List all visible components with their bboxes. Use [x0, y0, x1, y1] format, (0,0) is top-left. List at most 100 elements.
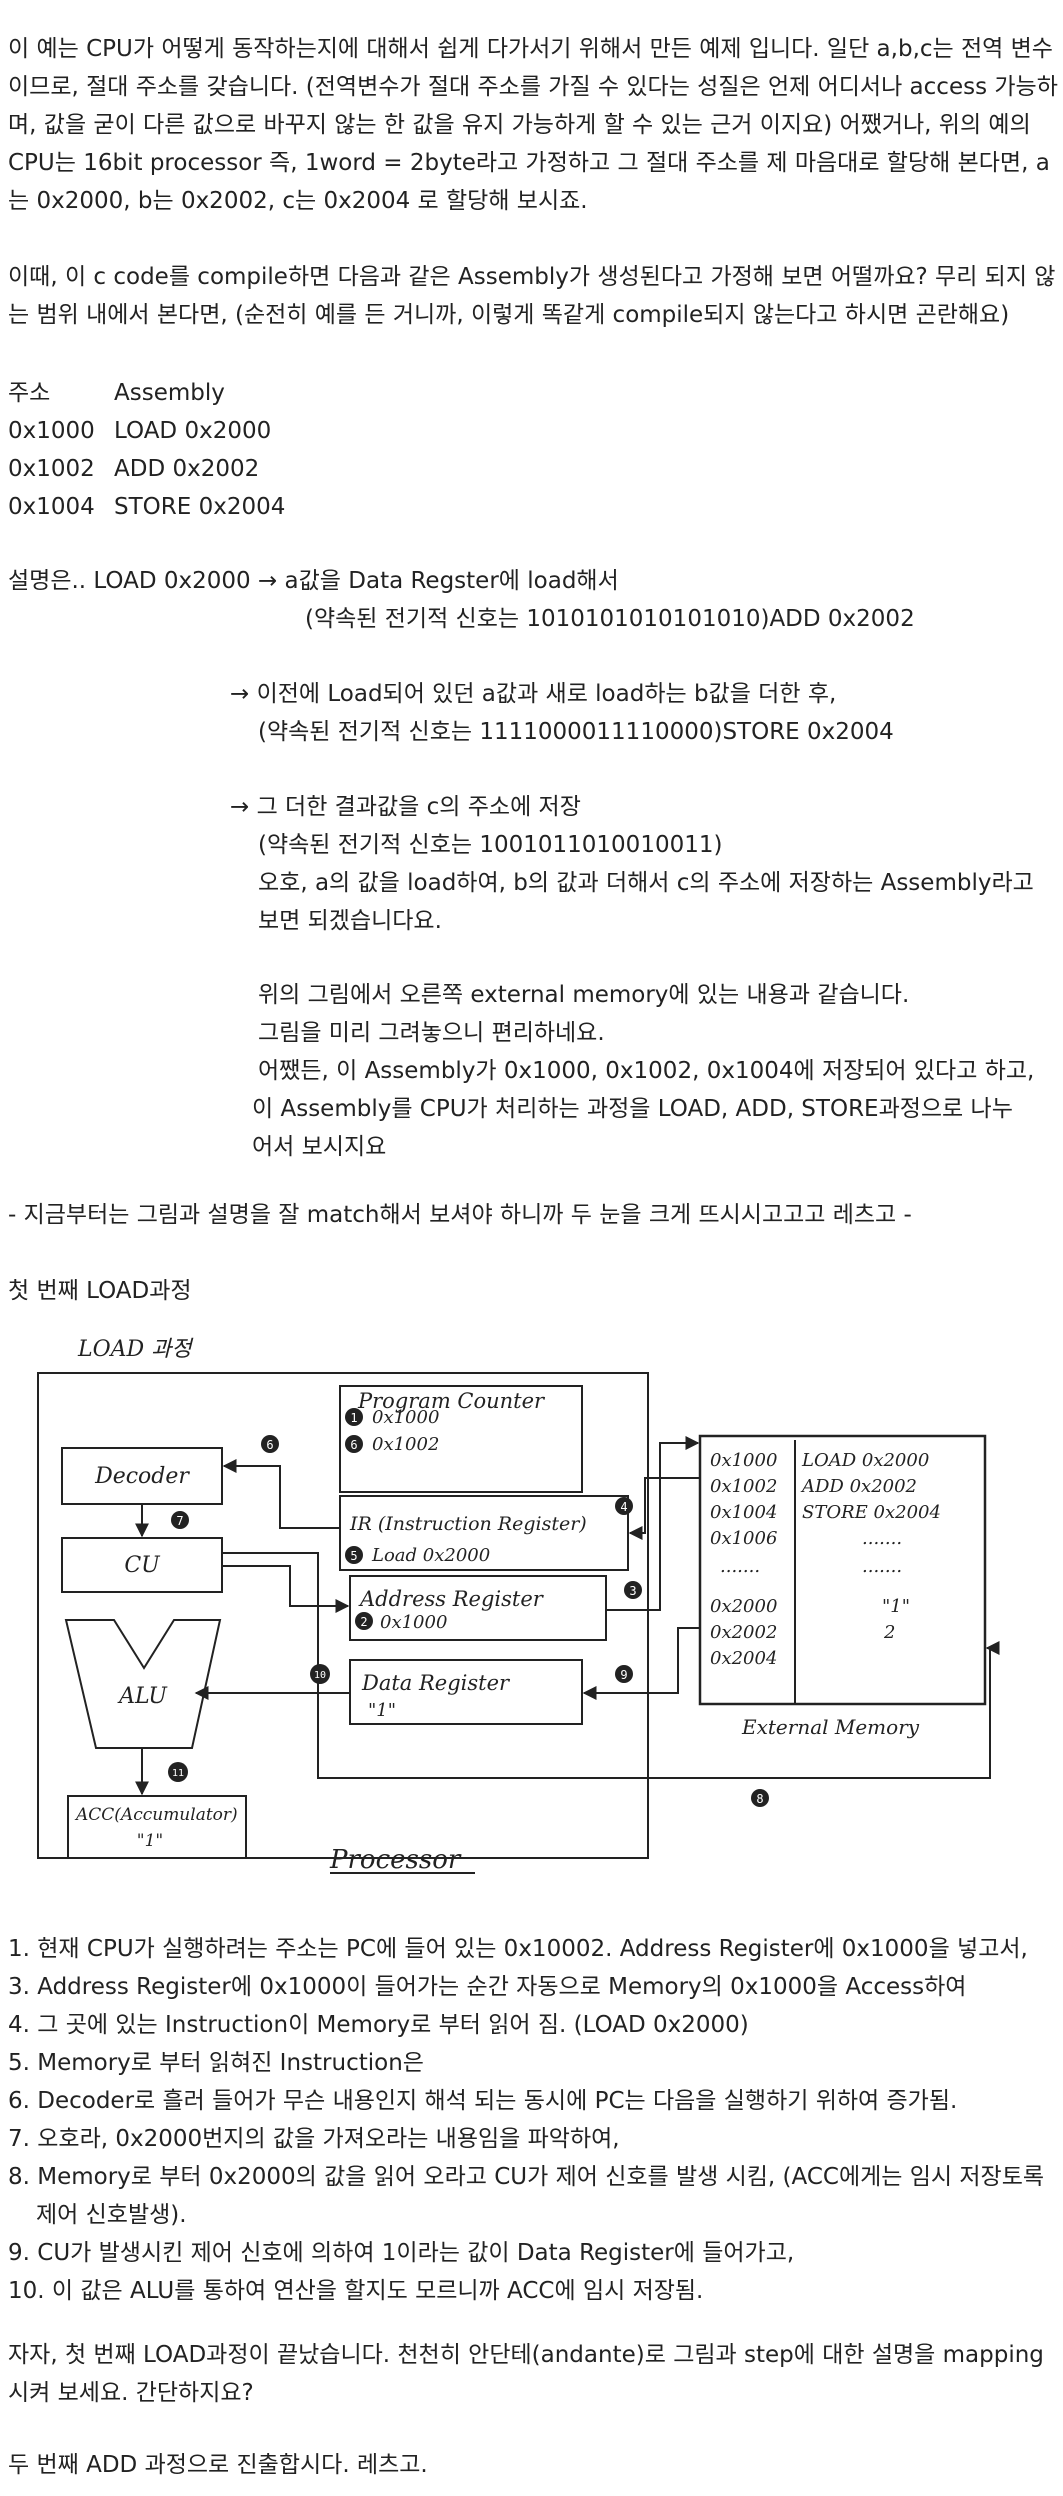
header-assembly: Assembly — [114, 380, 225, 406]
svg-text:7: 7 — [176, 1514, 183, 1528]
address-register-value: 0x1000 — [380, 1612, 447, 1633]
cu-label: CU — [124, 1553, 161, 1578]
row-instruction: LOAD 0x2000 — [114, 418, 272, 444]
svg-text:10: 10 — [314, 1670, 326, 1681]
section-title: 첫 번째 LOAD과정 — [8, 1278, 192, 1304]
svg-text:4: 4 — [620, 1500, 627, 1514]
memory-address: 0x1004 — [710, 1502, 777, 1523]
acc-label: ACC(Accumulator) — [74, 1805, 238, 1825]
table-row: 0x1002 ADD 0x2002 — [8, 450, 259, 488]
table-row: 0x1000 LOAD 0x2000 — [8, 412, 271, 450]
load-process-diagram: 1 6 5 2 6 7 4 3 9 10 11 8 LOAD 과정 Decode… — [37, 1337, 1000, 1875]
svg-text:11: 11 — [172, 1768, 184, 1779]
svg-text:9: 9 — [620, 1668, 627, 1682]
row-instruction: STORE 0x2004 — [114, 494, 286, 520]
header-address: 주소 — [8, 380, 51, 406]
external-memory-box — [698, 1434, 987, 1706]
memory-value-column: LOAD 0x2000 ADD 0x2002 STORE 0x2004 ....… — [800, 1450, 941, 1643]
diagram-title: LOAD 과정 — [77, 1337, 194, 1362]
memory-address: ....... — [720, 1556, 760, 1577]
address-register-box — [349, 1575, 607, 1641]
explanation-line-11: 어쨌든, 이 Assembly가 0x1000, 0x1002, 0x1004에… — [258, 1058, 1035, 1084]
memory-value: STORE 0x2004 — [802, 1502, 941, 1523]
cu-to-memory-control-arrow — [222, 1552, 1000, 1779]
explanation-line-8: 보면 되겠습니다요. — [258, 908, 442, 934]
closing-paragraph: 자자, 첫 번째 LOAD과정이 끝났습니다. 천천히 안단테(andante)… — [8, 2342, 1044, 2406]
step-marker-7: 7 — [171, 1511, 189, 1529]
row-address: 0x1004 — [8, 494, 95, 520]
list-item: 5. Memory로 부터 읽혀진 Instruction은 — [8, 2050, 424, 2076]
memory-value: ....... — [862, 1556, 902, 1577]
next-section-line: 두 번째 ADD 과정으로 진출합시다. 레츠고. — [8, 2452, 428, 2478]
pc-value-1: 0x1000 — [372, 1407, 439, 1428]
memory-address: 0x1000 — [710, 1450, 777, 1471]
decoder-label: Decoder — [94, 1464, 190, 1489]
svg-text:1: 1 — [350, 1411, 357, 1425]
explanation-line-13: 어서 보시지요 — [252, 1134, 387, 1160]
explanation-line-12: 이 Assembly를 CPU가 처리하는 과정을 LOAD, ADD, STO… — [252, 1096, 1013, 1122]
ir-to-decoder-arrow — [222, 1459, 340, 1529]
list-item: 4. 그 곳에 있는 Instruction이 Memory로 부터 읽어 짐.… — [8, 2012, 749, 2038]
svg-text:3: 3 — [629, 1584, 636, 1598]
memory-to-data-arrow — [582, 1627, 700, 1700]
memory-value: ADD 0x2002 — [800, 1476, 917, 1497]
svg-text:2: 2 — [360, 1615, 367, 1629]
step-marker-6: 6 — [345, 1435, 363, 1453]
memory-address: 0x2002 — [710, 1622, 777, 1643]
step-marker-6b: 6 — [261, 1435, 279, 1453]
memory-address: 0x2004 — [710, 1648, 777, 1669]
explanation-line-10: 그림을 미리 그려놓으니 편리하네요. — [258, 1020, 605, 1046]
alu-shape — [64, 1619, 222, 1749]
explanation-line-9: 위의 그림에서 오른쪽 external memory에 있는 내용과 같습니다… — [258, 982, 910, 1008]
explanation-line-2: (약속된 전기적 신호는 1010101010101010)ADD 0x2002 — [305, 606, 915, 632]
notice-line: - 지금부터는 그림과 설명을 잘 match해서 보셔야 하니까 두 눈을 크… — [8, 1202, 912, 1228]
explanation-line-7: 오호, a의 값을 load하여, b의 값과 더해서 c의 주소에 저장하는 … — [258, 870, 1034, 896]
step-list: 1. 현재 CPU가 실행하려는 주소는 PC에 들어 있는 0x10002. … — [8, 1930, 1058, 2310]
explanation-line-3: → 이전에 Load되어 있던 a값과 새로 load하는 b값을 더한 후, — [230, 681, 837, 707]
list-item: 7. 오호라, 0x2000번지의 값을 가져오라는 내용임을 파악하여, — [8, 2126, 620, 2152]
list-item: 3. Address Register에 0x1000이 들어가는 순간 자동으… — [8, 1974, 967, 2000]
step-marker-1: 1 — [345, 1408, 363, 1426]
row-instruction: ADD 0x2002 — [114, 456, 260, 482]
data-register-value: "1" — [368, 1700, 396, 1721]
svg-text:6: 6 — [350, 1438, 357, 1452]
step-marker-8: 8 — [751, 1789, 769, 1807]
explanation-line-1: 설명은.. LOAD 0x2000 → a값을 Data Regster에 lo… — [8, 568, 619, 594]
list-item: 10. 이 값은 ALU를 통하여 연산을 할지도 모르니까 ACC에 임시 저… — [8, 2278, 704, 2304]
svg-text:5: 5 — [350, 1549, 357, 1563]
memory-to-ir-arrow — [628, 1477, 700, 1540]
acc-box — [67, 1795, 247, 1859]
address-register-label: Address Register — [358, 1587, 545, 1611]
memory-value: 2 — [883, 1622, 895, 1643]
address-to-memory-arrow — [606, 1436, 700, 1611]
step-marker-11: 11 — [168, 1762, 188, 1782]
memory-address-column: 0x1000 0x1002 0x1004 0x1006 ....... 0x20… — [710, 1450, 777, 1669]
pc-value-2: 0x1002 — [372, 1434, 439, 1455]
list-item: 6. Decoder로 흘러 들어가 무슨 내용인지 해석 되는 동시에 PC는… — [8, 2088, 958, 2114]
row-address: 0x1000 — [8, 418, 95, 444]
ir-label: IR (Instruction Register) — [349, 1513, 587, 1535]
memory-address: 0x1002 — [710, 1476, 777, 1497]
explanation-line-5: → 그 더한 결과값을 c의 주소에 저장 — [230, 794, 581, 820]
step-marker-2: 2 — [355, 1612, 373, 1630]
processor-outline — [37, 1372, 649, 1859]
intro-paragraph-2: 이때, 이 c code를 compile하면 다음과 같은 Assembly가… — [8, 264, 1056, 328]
cu-to-address-arrow — [222, 1565, 350, 1613]
list-item: 8. Memory로 부터 0x2000의 값을 읽어 오라고 CU가 제어 신… — [8, 2164, 1045, 2228]
data-register-label: Data Register — [361, 1671, 511, 1695]
memory-address: 0x2000 — [710, 1596, 777, 1617]
program-counter-label: Program Counter — [357, 1389, 546, 1413]
table-row: 0x1004 STORE 0x2004 — [8, 488, 285, 526]
ir-value: Load 0x2000 — [371, 1545, 490, 1566]
assembly-table-header: 주소 Assembly — [8, 374, 225, 412]
processor-label: Processor — [329, 1845, 462, 1875]
svg-text:6: 6 — [266, 1438, 273, 1452]
list-item: 1. 현재 CPU가 실행하려는 주소는 PC에 들어 있는 0x10002. … — [8, 1936, 1028, 1962]
step-marker-10: 10 — [310, 1664, 330, 1684]
memory-value: "1" — [882, 1596, 910, 1617]
row-address: 0x1002 — [8, 456, 95, 482]
explanation-line-4: (약속된 전기적 신호는 1111000011110000)STORE 0x20… — [258, 719, 894, 745]
step-marker-4: 4 — [615, 1497, 633, 1515]
memory-address: 0x1006 — [710, 1528, 777, 1549]
explanation-line-6: (약속된 전기적 신호는 1001011010010011) — [258, 832, 723, 858]
